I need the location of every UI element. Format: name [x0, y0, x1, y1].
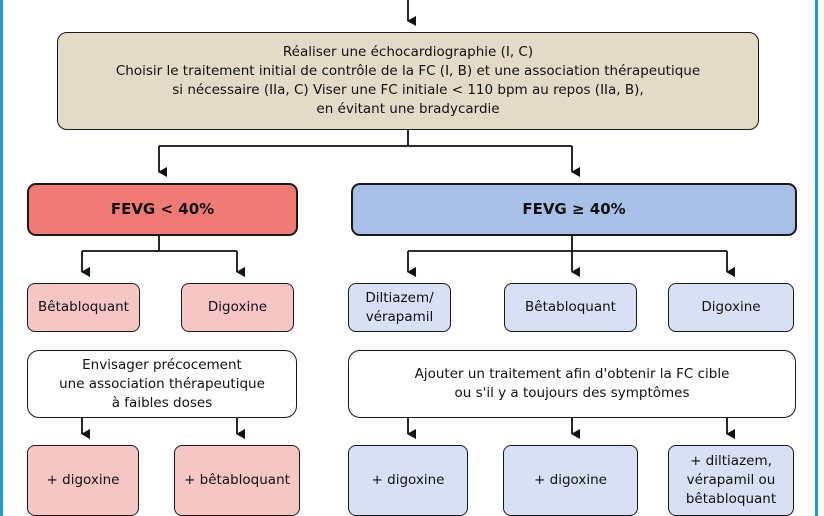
- drug-betabloquant-right: Bêtabloquant: [504, 283, 637, 332]
- result-plus-digoxine-left: + digoxine: [27, 445, 139, 516]
- fevg-high-header: FEVG ≥ 40%: [351, 183, 797, 236]
- main-line-4: en évitant une bradycardie: [316, 101, 500, 117]
- drug-diltiazem-verapamil: Diltiazem/ vérapamil: [348, 283, 451, 332]
- initial-management-box: Réaliser une échocardiographie (I, C) Ch…: [57, 32, 759, 130]
- left-note-box: Envisager précocement une association th…: [27, 350, 297, 418]
- result-plus-digoxine-right-1: + digoxine: [348, 445, 468, 516]
- fevg-low-header: FEVG < 40%: [27, 183, 298, 236]
- left-note-line-1: Envisager précocement: [82, 356, 242, 373]
- drug-diltiazem-line-2: vérapamil: [365, 308, 434, 325]
- drug-digoxine-left: Digoxine: [181, 283, 294, 332]
- result-plus-digoxine-right-2: + digoxine: [503, 445, 638, 516]
- left-note-line-2: une association thérapeutique: [59, 375, 265, 392]
- result-combo-line-2: vérapamil ou: [686, 472, 776, 488]
- left-note-line-3: à faibles doses: [111, 394, 213, 411]
- result-combo-line-3: bêtabloquant: [685, 491, 777, 507]
- result-plus-betabloquant: + bêtabloquant: [174, 445, 300, 516]
- result-plus-diltiazem-combo: + diltiazem, vérapamil ou bêtabloquant: [668, 445, 794, 516]
- drug-digoxine-right: Digoxine: [668, 283, 794, 332]
- drug-betabloquant-left: Bêtabloquant: [27, 283, 140, 332]
- drug-diltiazem-line-1: Diltiazem/: [365, 289, 434, 306]
- main-line-2: Choisir le traitement initial de contrôl…: [115, 63, 701, 79]
- right-note-line-1: Ajouter un traitement afin d'obtenir la …: [414, 366, 730, 382]
- main-line-3: si nécessaire (IIa, C) Viser une FC init…: [172, 82, 644, 98]
- main-line-1: Réaliser une échocardiographie (I, C): [282, 44, 534, 60]
- right-note-line-2: ou s'il y a toujours des symptômes: [454, 385, 690, 401]
- result-combo-line-1: + diltiazem,: [690, 453, 772, 469]
- right-note-box: Ajouter un traitement afin d'obtenir la …: [348, 350, 796, 418]
